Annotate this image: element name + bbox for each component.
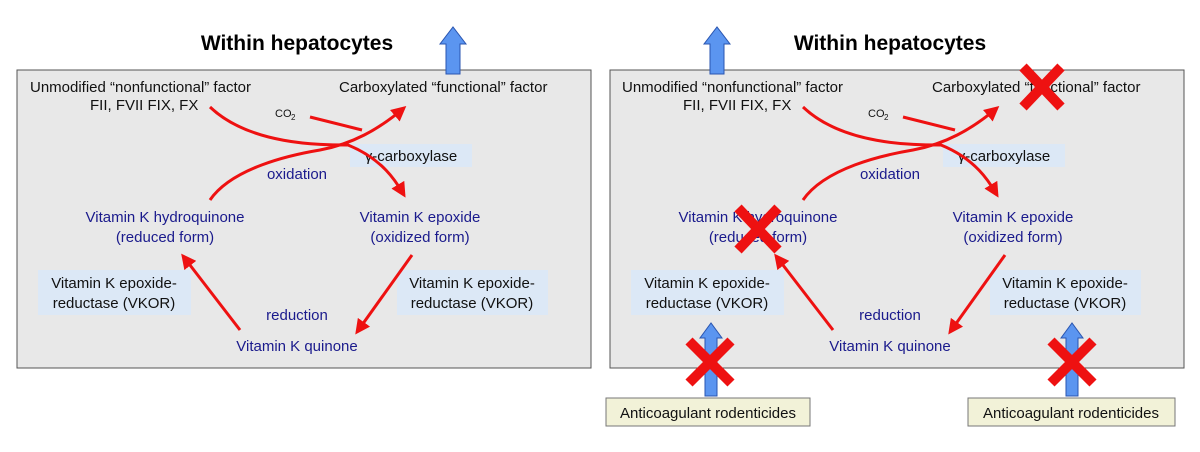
unmodified-factor-label: Unmodified “nonfunctional” factor <box>622 79 843 96</box>
oxidation-label: oxidation <box>267 166 327 183</box>
reduced-form-label: (reduced form) <box>116 229 214 246</box>
hydroquinone-label: Vitamin K hydroquinone <box>86 209 245 226</box>
vkor-left-label-1: Vitamin K epoxide- <box>51 275 177 292</box>
epoxide-label: Vitamin K epoxide <box>360 209 481 226</box>
co2-label: CO 2 <box>275 108 296 122</box>
oxidation-arrow <box>801 106 1000 201</box>
rodenticide-label-right: Anticoagulant rodenticides <box>983 405 1159 422</box>
carboxylase-box <box>350 144 472 167</box>
reduction-label: reduction <box>859 307 921 324</box>
epoxide-to-quinone-arrow <box>948 254 1007 335</box>
vkor-right-box <box>990 270 1141 315</box>
rodenticide-label-left: Anticoagulant rodenticides <box>620 405 796 422</box>
carboxylase-label: γ-carboxylase <box>958 148 1051 165</box>
oxidation-label: oxidation <box>860 166 920 183</box>
oxidized-form-label: (oxidized form) <box>370 229 469 246</box>
epoxide-label: Vitamin K epoxide <box>953 209 1074 226</box>
blocked-carboxylated-x-icon <box>1019 63 1065 111</box>
co2-input-arrow <box>309 115 363 132</box>
vkor-left-label-1: Vitamin K epoxide- <box>644 275 770 292</box>
reduced-form-label: (reduced form) <box>709 229 807 246</box>
blocked-hydroquinone-x-icon <box>734 204 782 254</box>
co2-label: CO 2 <box>868 108 889 122</box>
factor-list-label: FII, FVII FIX, FX <box>90 97 198 114</box>
panel-right: Within hepatocytes Unmodified “nonfuncti… <box>605 26 1185 427</box>
vkor-left-box <box>38 270 191 315</box>
vkor-right-label-1: Vitamin K epoxide- <box>1002 275 1128 292</box>
carboxylase-label: γ-carboxylase <box>365 148 458 165</box>
carboxylated-factor-label: Carboxylated “functional” factor <box>339 79 547 96</box>
hydroquinone-label: Vitamin K hydroquinone <box>679 209 838 226</box>
panel-right-background <box>609 69 1185 369</box>
panel-left-title: Within hepatocytes <box>201 32 393 55</box>
quinone-label: Vitamin K quinone <box>829 338 950 355</box>
vkor-left-label-2: reductase (VKOR) <box>646 295 769 312</box>
panel-left-background <box>16 69 592 369</box>
svg-text:2: 2 <box>291 113 296 122</box>
epoxide-to-quinone-arrow <box>355 254 414 335</box>
vkor-right-label-2: reductase (VKOR) <box>1004 295 1127 312</box>
vkor-left-label-2: reductase (VKOR) <box>53 295 176 312</box>
oxidation-arrow <box>208 106 407 201</box>
blocked-vkor-right-x-icon <box>1047 337 1097 387</box>
rodenticide-box-left <box>605 397 811 427</box>
co2-input-arrow <box>902 115 956 132</box>
quinone-to-hydroquinone-arrow <box>774 253 835 331</box>
svg-text:2: 2 <box>884 113 889 122</box>
reduction-label: reduction <box>266 307 328 324</box>
svg-text:CO: CO <box>868 108 885 120</box>
oxidized-form-label: (oxidized form) <box>963 229 1062 246</box>
vkor-left-box <box>631 270 784 315</box>
rodenticide-box-right <box>967 397 1176 427</box>
vkor-right-label-2: reductase (VKOR) <box>411 295 534 312</box>
vkor-right-label-1: Vitamin K epoxide- <box>409 275 535 292</box>
svg-text:CO: CO <box>275 108 292 120</box>
factor-list-label: FII, FVII FIX, FX <box>683 97 791 114</box>
quinone-label: Vitamin K quinone <box>236 338 357 355</box>
carboxylase-box <box>943 144 1065 167</box>
vkor-right-box <box>397 270 548 315</box>
panel-left: Within hepatocytes Unmodified “nonfuncti… <box>16 26 592 369</box>
blocked-vkor-left-x-icon <box>685 337 735 387</box>
quinone-to-hydroquinone-arrow <box>181 253 242 331</box>
import-up-arrow <box>702 26 732 75</box>
unmodified-factor-label: Unmodified “nonfunctional” factor <box>30 79 251 96</box>
export-up-arrow <box>438 26 468 75</box>
panel-right-title: Within hepatocytes <box>794 32 986 55</box>
